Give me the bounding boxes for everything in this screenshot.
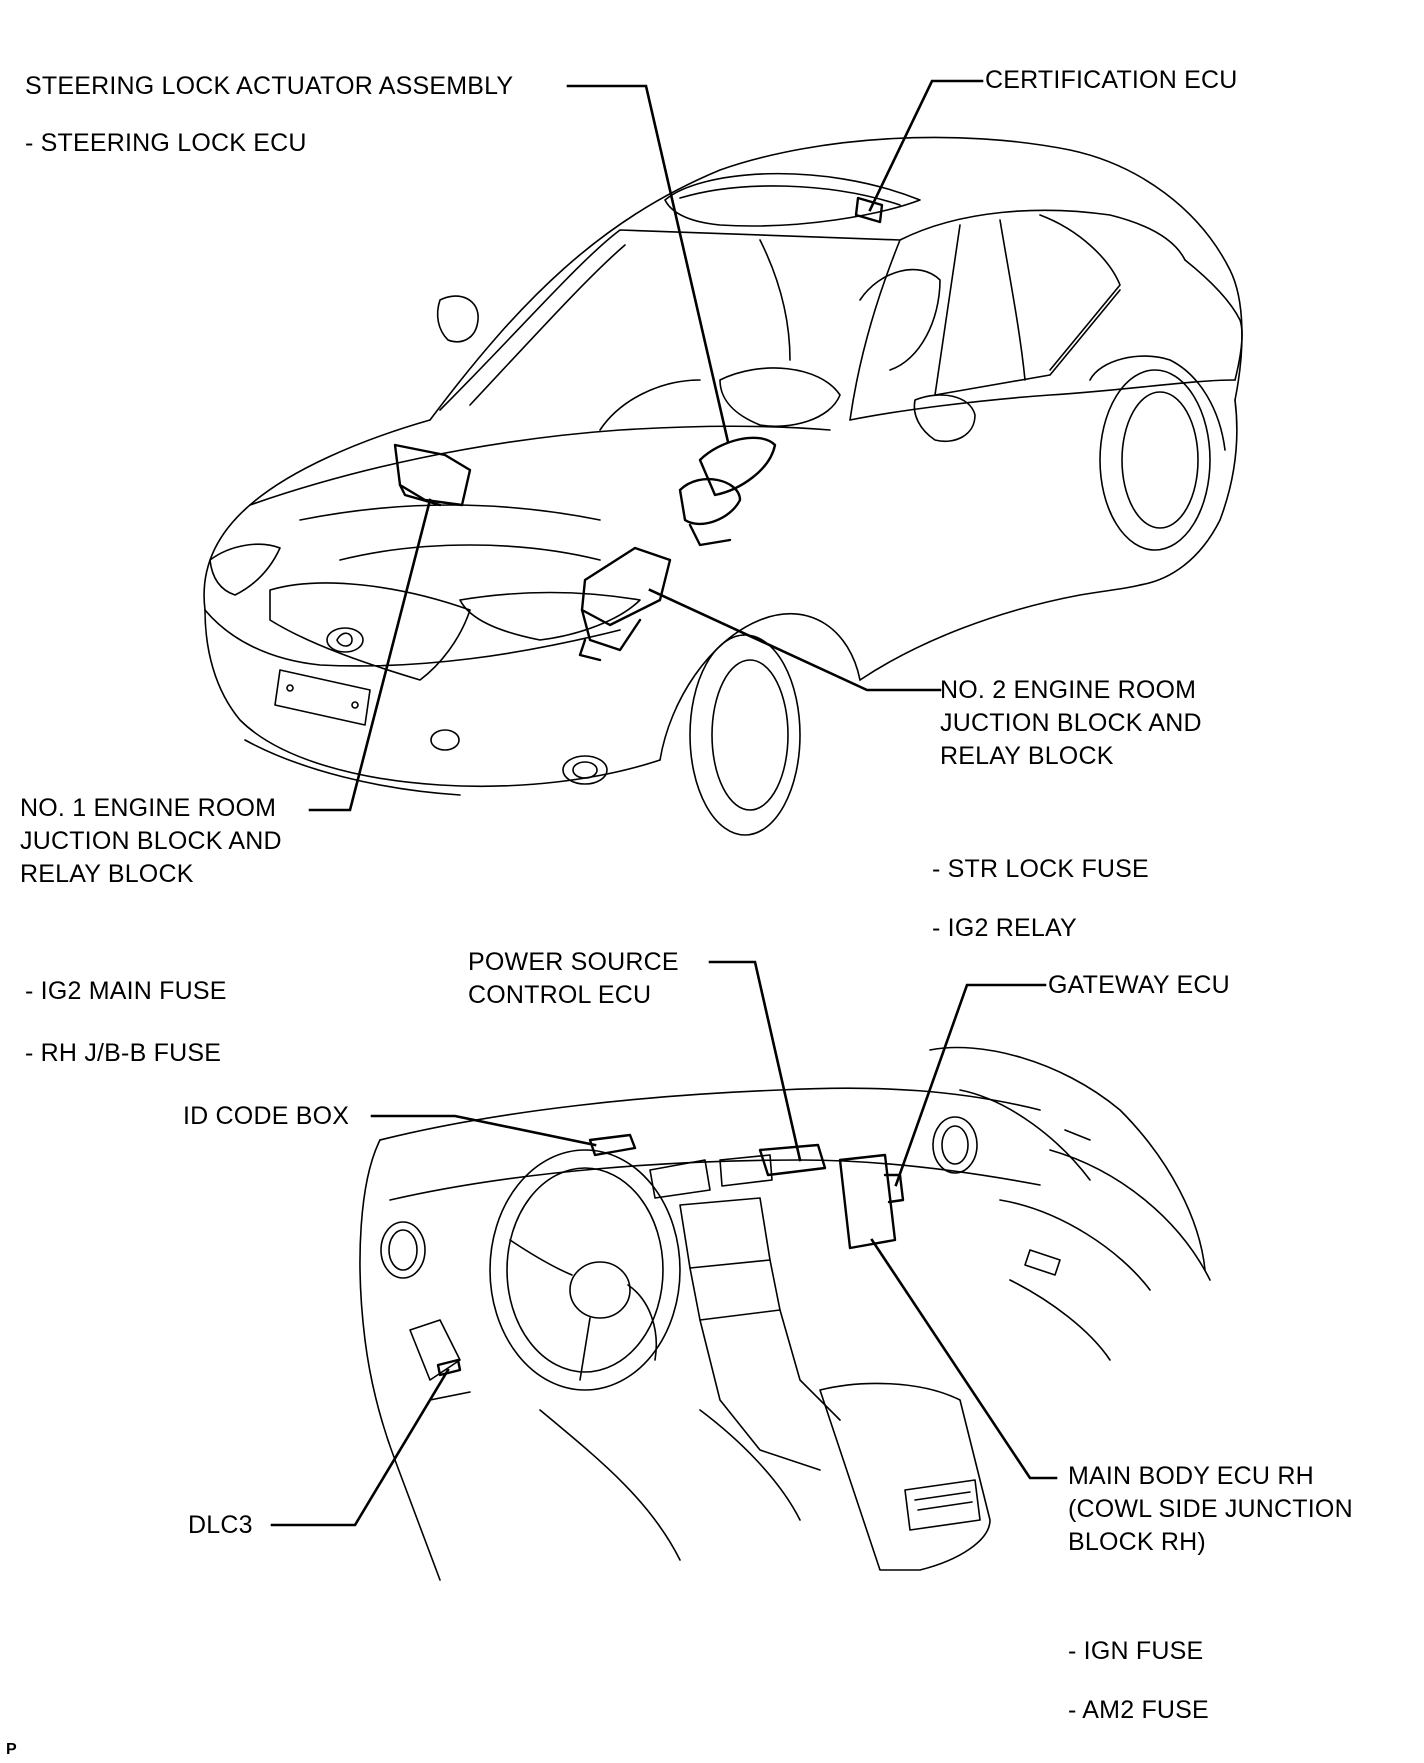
label-certification-ecu: CERTIFICATION ECU (985, 66, 1238, 94)
label-steering-lock-actuator: STEERING LOCK ACTUATOR ASSEMBLY (25, 72, 514, 100)
label-dlc3: DLC3 (188, 1511, 253, 1539)
label-main-body-ecu-rh: MAIN BODY ECU RH (COWL SIDE JUNCTION BLO… (1068, 1462, 1353, 1556)
label-str-lock-fuse: - STR LOCK FUSE (932, 855, 1149, 883)
label-steering-lock-ecu: - STEERING LOCK ECU (25, 129, 307, 157)
label-ig2-main-fuse: - IG2 MAIN FUSE (25, 977, 227, 1005)
label-power-source-control-ecu: POWER SOURCE CONTROL ECU (468, 948, 679, 1009)
car-illustration (203, 136, 1243, 836)
label-gateway-ecu: GATEWAY ECU (1048, 971, 1230, 999)
label-ig2-relay: - IG2 RELAY (932, 914, 1077, 942)
label-ign-fuse: - IGN FUSE (1068, 1637, 1204, 1665)
corner-mark: P (6, 1741, 17, 1758)
label-no1-engine-room-junction-block: NO. 1 ENGINE ROOM JUCTION BLOCK AND RELA… (20, 794, 282, 888)
label-am2-fuse: - AM2 FUSE (1068, 1696, 1209, 1724)
label-rh-jb-b-fuse: - RH J/B-B FUSE (25, 1039, 222, 1067)
leader-lines (270, 79, 1058, 1527)
dashboard-illustration (359, 1046, 1211, 1581)
label-id-code-box: ID CODE BOX (183, 1102, 350, 1130)
label-no2-engine-room-junction-block: NO. 2 ENGINE ROOM JUCTION BLOCK AND RELA… (940, 676, 1202, 770)
